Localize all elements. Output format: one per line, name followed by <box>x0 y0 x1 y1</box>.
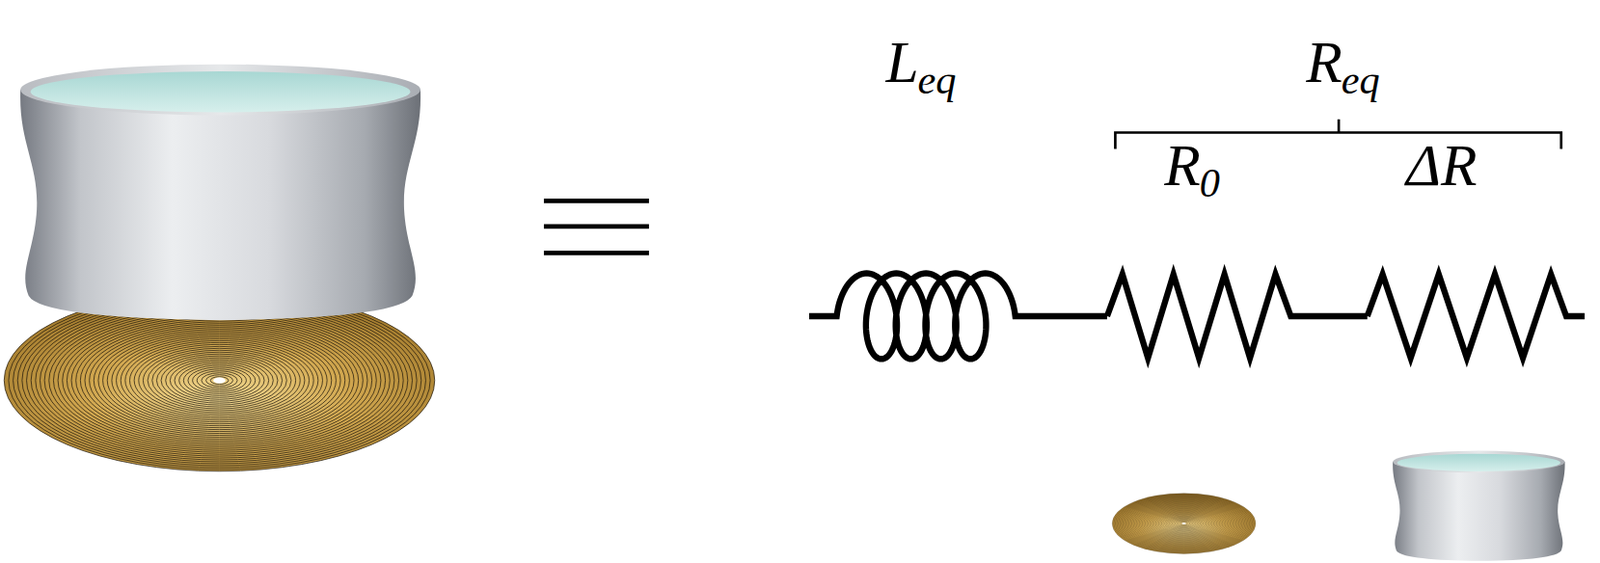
equivalence-symbol <box>543 200 650 253</box>
equivalence-bar <box>543 223 650 229</box>
inductor-symbol <box>809 273 1108 360</box>
cooking-pot <box>20 64 421 322</box>
resistance-symbol: ΔR <box>1406 135 1478 195</box>
small-coil-icon <box>1111 493 1256 555</box>
equivalence-bar <box>543 198 650 204</box>
circuit <box>809 273 1585 360</box>
inductance-symbol: L <box>885 32 919 92</box>
subscript: eq <box>918 59 957 101</box>
resistance-symbol: R <box>1164 135 1201 195</box>
resistor-symbol <box>1107 274 1368 359</box>
small-pot-icon <box>1392 451 1565 562</box>
subscript: 0 <box>1199 162 1221 204</box>
subscript: eq <box>1341 59 1381 101</box>
equivalence-bar <box>543 250 650 256</box>
resistance-symbol: R <box>1305 32 1343 92</box>
resistor-symbol <box>1367 274 1585 359</box>
